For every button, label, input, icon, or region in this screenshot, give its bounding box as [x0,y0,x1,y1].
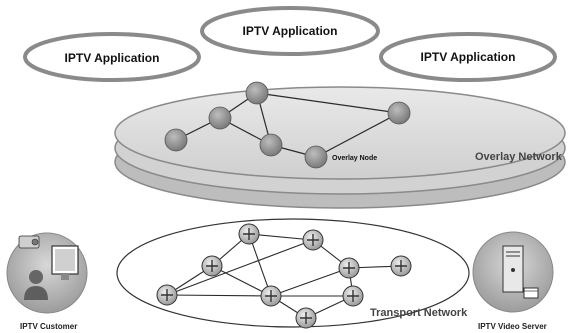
router [342,285,364,307]
transport-network-label: Transport Network [370,307,468,319]
application-right: IPTV Application [379,32,557,82]
application-center-label: IPTV Application [243,24,338,38]
application-left: IPTV Application [23,32,201,82]
overlay-node [259,133,283,157]
overlay-node [387,101,411,125]
overlay-node [245,81,269,105]
server-node [472,231,554,313]
projector-icon [18,235,40,249]
overlay-network-label: Overlay Network [475,151,563,163]
router [302,229,324,251]
customer-node [6,232,88,314]
router [238,223,260,245]
film-icon [523,287,539,299]
router [390,255,412,277]
overlay-network: Overlay Node [114,81,566,209]
router [260,285,282,307]
overlay-node [208,106,232,130]
application-right-label: IPTV Application [421,50,516,64]
application-center: IPTV Application [200,6,380,56]
router [295,307,317,329]
overlay-node [164,128,188,152]
router [201,255,223,277]
router [338,257,360,279]
overlay-node-label: Overlay Node [332,155,377,162]
transport-network [116,218,470,329]
server-label: IPTV Video Server [478,322,547,331]
application-left-label: IPTV Application [65,51,160,65]
overlay-node [304,145,328,169]
server-icon [502,245,524,293]
customer-label: IPTV Customer [20,322,77,331]
monitor-icon [51,245,79,280]
router [156,284,178,306]
person-icon [24,270,48,300]
